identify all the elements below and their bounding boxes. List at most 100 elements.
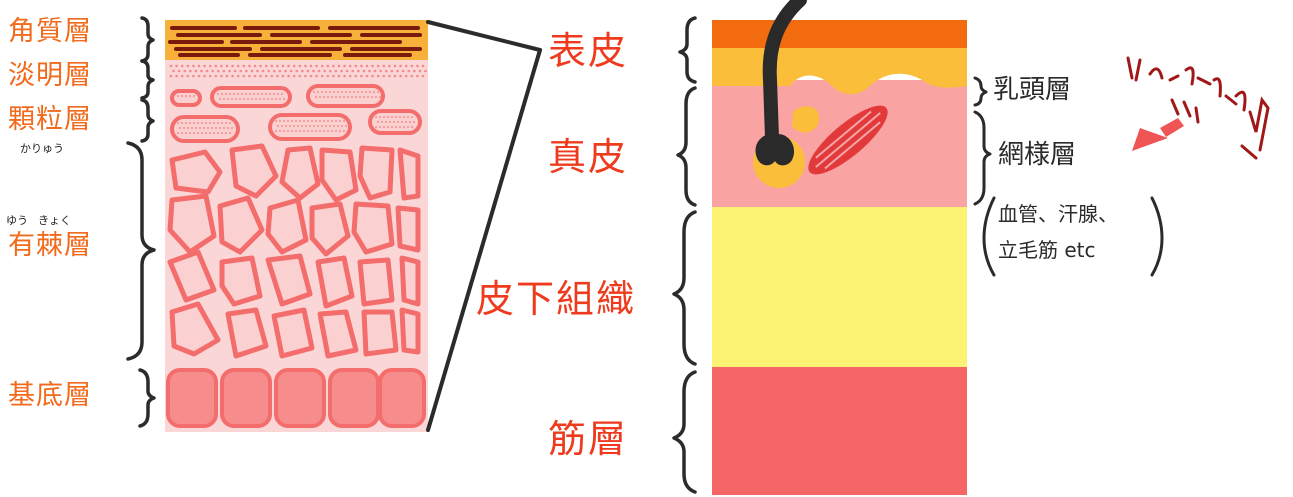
spinous-cell: [357, 257, 395, 307]
lucidum-dot: [169, 64, 173, 68]
granule-dot: [204, 131, 208, 135]
granule-dot: [344, 90, 348, 94]
lucidum-dot: [220, 74, 223, 78]
lucidum-dot: [365, 64, 369, 68]
granule-dot: [376, 120, 380, 124]
lucidum-dot: [177, 69, 181, 73]
granule-dot: [234, 97, 238, 101]
label-stratum-lucidum: 淡明層: [8, 60, 92, 91]
spinous-cell: [271, 307, 315, 359]
granule-dot: [382, 125, 386, 129]
lucidum-dot: [248, 74, 251, 78]
granule-dot: [340, 124, 344, 128]
granule-dot: [252, 92, 256, 96]
brace-spinosum: [126, 141, 156, 361]
granule-dot: [332, 124, 336, 128]
lucidum-dot: [388, 74, 391, 78]
lucidum-dot: [354, 64, 358, 68]
granule-dot: [220, 92, 224, 96]
spinous-cell: [167, 249, 217, 303]
granule-dot: [404, 120, 408, 124]
granule-dot: [322, 119, 326, 123]
spinous-cell: [219, 255, 263, 307]
lucidum-dot: [270, 74, 274, 78]
granule-dot: [298, 129, 302, 133]
label-dermis-contents-2: 立毛筋 etc: [998, 238, 1096, 262]
spinous-cell: [167, 193, 217, 255]
granule-dot: [378, 125, 382, 129]
epidermis-top-band: [712, 20, 967, 48]
granule-dot: [368, 90, 372, 94]
granule-dot: [392, 120, 396, 124]
granule-dot: [380, 120, 384, 124]
granule-dot: [224, 92, 228, 96]
lucidum-dot: [256, 69, 259, 73]
brace-reticular: [973, 110, 992, 206]
lucidum-dot: [222, 69, 226, 73]
granule-dot: [294, 129, 298, 133]
granule-dot: [378, 115, 382, 119]
lucidum-dot: [225, 74, 229, 78]
granule-dot: [324, 124, 328, 128]
lucidum-dot: [281, 74, 285, 78]
granule-dot: [268, 92, 272, 96]
lucidum-dot: [385, 69, 388, 73]
spinous-cell: [317, 309, 359, 359]
granule-dot: [192, 131, 196, 135]
granule-dot: [338, 129, 342, 133]
lucidum-dot: [304, 74, 307, 78]
lucidum-dot: [421, 64, 425, 68]
lucidum-dot: [340, 69, 343, 73]
spinous-cell: [279, 145, 321, 201]
granule-dot: [232, 92, 236, 96]
granule-dot: [344, 124, 348, 128]
granule-dot: [328, 90, 332, 94]
lucidum-dot: [379, 69, 383, 73]
lucidum-dot: [401, 69, 405, 73]
granule-dot: [310, 129, 314, 133]
lucidum-dot: [197, 64, 201, 68]
granule-dot: [302, 129, 306, 133]
granule-dot: [180, 94, 184, 98]
lucidum-dot: [284, 69, 287, 73]
granule-dot: [316, 90, 320, 94]
granule-dot: [318, 95, 322, 99]
label-stratum-granulosum: 顆粒層: [8, 104, 92, 135]
granular-cell: [170, 89, 202, 107]
label-stratum-corneum: 角質層: [8, 16, 92, 47]
granule-dot: [398, 115, 402, 119]
granule-dot: [238, 97, 242, 101]
lucidum-dot: [208, 64, 212, 68]
granule-dot: [312, 90, 316, 94]
lucidum-dot: [416, 74, 419, 78]
granule-dot: [294, 119, 298, 123]
granule-dot: [260, 92, 264, 96]
granule-dot: [220, 131, 224, 135]
granule-dot: [328, 124, 332, 128]
lucidum-dot: [317, 69, 321, 73]
stratum-basale-cells: [166, 368, 426, 428]
granule-dot: [214, 126, 218, 130]
granule-dot: [406, 125, 410, 129]
granule-dot: [176, 131, 180, 135]
right-braces: [973, 76, 1164, 277]
granule-dot: [388, 120, 392, 124]
granule-dot: [228, 92, 232, 96]
lucidum-dot: [189, 69, 192, 73]
lucidum-dot: [180, 74, 184, 78]
granule-dot: [278, 119, 282, 123]
granule-dot: [182, 126, 186, 130]
lucidum-dot: [225, 64, 229, 68]
lucidum-dot: [169, 74, 173, 78]
granule-dot: [188, 94, 192, 98]
lucidum-dot: [183, 69, 186, 73]
granule-dot: [196, 131, 200, 135]
label-stratum-basale: 基底層: [8, 380, 92, 411]
granule-dot: [362, 95, 366, 99]
lucidum-dot: [214, 64, 218, 68]
label-subcutaneous-tissue: 皮下組織: [476, 277, 637, 321]
brace-granulosum: [140, 98, 155, 143]
lucidum-dot: [421, 74, 425, 78]
granule-dot: [354, 95, 358, 99]
granule-dot: [332, 90, 336, 94]
